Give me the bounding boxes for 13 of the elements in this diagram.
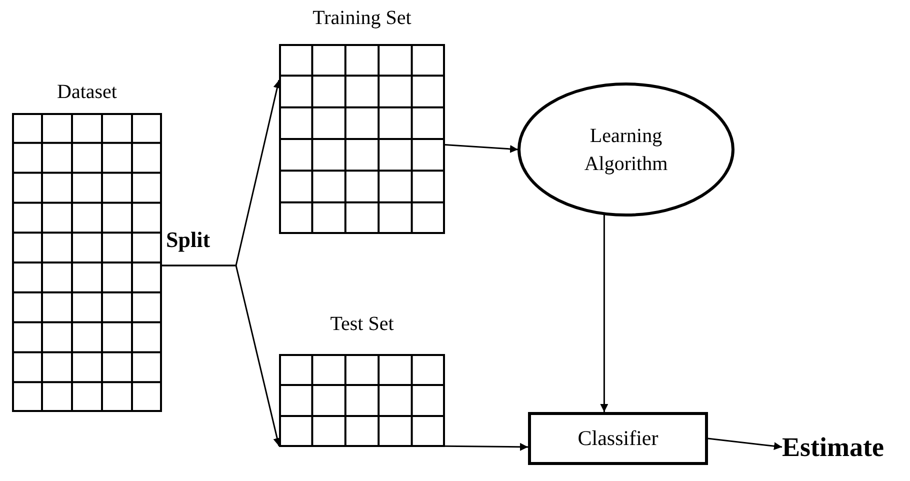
arrow — [708, 438, 782, 450]
split-label: Split — [166, 226, 210, 254]
arrow — [162, 264, 282, 446]
process-box — [528, 412, 708, 465]
grid-heading: Test Set — [330, 312, 394, 336]
arrow — [444, 144, 518, 153]
grid-heading: Training Set — [312, 6, 412, 30]
node-label: Learning Algorithm — [583, 124, 669, 176]
arrow — [445, 442, 528, 451]
output-label: Estimate — [782, 431, 884, 463]
grid-heading: Dataset — [57, 80, 117, 104]
node-label: Classifier — [578, 424, 658, 452]
arrow — [600, 214, 608, 412]
